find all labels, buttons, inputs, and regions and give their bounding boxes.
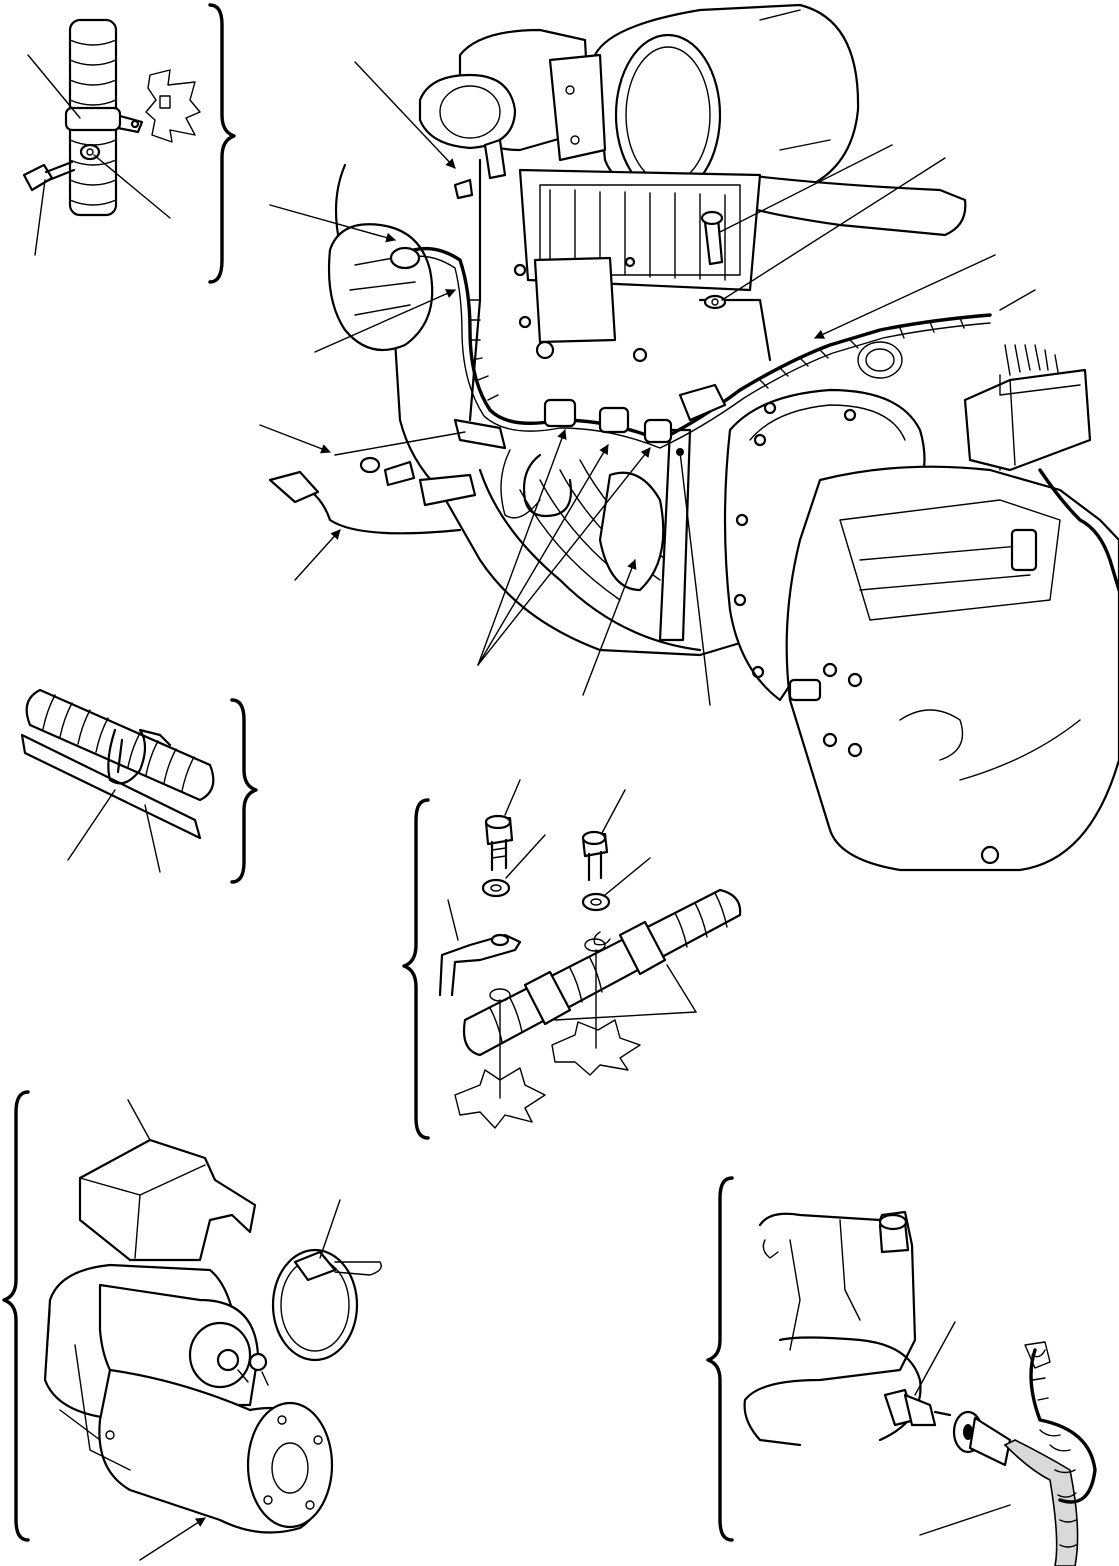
oil-pan	[478, 459, 702, 652]
mount-plate-2	[551, 1019, 641, 1076]
pressure-sender	[883, 1388, 952, 1427]
bolt-right	[581, 830, 609, 882]
detail-starter-motor	[2, 1090, 382, 1561]
washer-left	[481, 878, 511, 898]
rubber-cover	[78, 1138, 257, 1262]
intake-elbow	[418, 28, 607, 162]
wire-lead	[1003, 1341, 1097, 1566]
curly-brace-c	[402, 798, 430, 1140]
mount-plate-1	[454, 1067, 546, 1129]
connector-plug	[952, 1410, 1012, 1467]
harness-clamps	[418, 383, 727, 519]
band-clamp	[64, 106, 144, 134]
wire-harness	[268, 246, 1119, 592]
dipstick-tube	[658, 428, 692, 642]
l-bracket	[438, 933, 522, 997]
bolt	[22, 160, 76, 192]
main-leader-lines	[259, 61, 1036, 706]
mounting-bracket-plate	[145, 69, 201, 143]
curly-brace-b	[230, 698, 258, 884]
curly-brace	[208, 3, 236, 284]
leader-lines-d	[127, 1099, 341, 1561]
detail-bolted-clamps	[402, 779, 742, 1140]
clamp-band-1	[523, 970, 572, 1026]
corrugated-tube-c	[462, 888, 742, 1057]
outlet-pipe	[738, 173, 967, 237]
detail-clamp-top-left	[22, 3, 236, 284]
engine-assembly	[268, 3, 1119, 872]
curly-brace-d	[2, 1090, 30, 1542]
washer-right	[581, 892, 611, 912]
leader-lines-b	[67, 789, 161, 873]
detail-cable-tie	[20, 688, 258, 884]
hose-clamp	[271, 1248, 382, 1362]
rigid-pipe	[20, 733, 202, 840]
starter-body	[43, 1263, 334, 1534]
engine-casting-part	[743, 1210, 922, 1447]
leader-lines	[27, 54, 171, 256]
leader-lines-c	[447, 779, 697, 1099]
clamp-band-2	[618, 920, 667, 976]
bolt-left	[484, 814, 514, 872]
main-bolts	[359, 138, 727, 487]
corrugated-tube-b	[25, 688, 215, 802]
alternator	[327, 223, 434, 352]
leader-lines-e	[914, 1321, 1011, 1536]
grommet	[389, 246, 421, 270]
fuel-pipe	[522, 453, 573, 518]
cable-tie	[107, 728, 172, 785]
detail-sender-connector	[706, 1176, 1097, 1566]
curly-brace-e	[706, 1176, 734, 1542]
transmission-housing	[785, 409, 1119, 872]
air-cleaner	[593, 3, 860, 202]
